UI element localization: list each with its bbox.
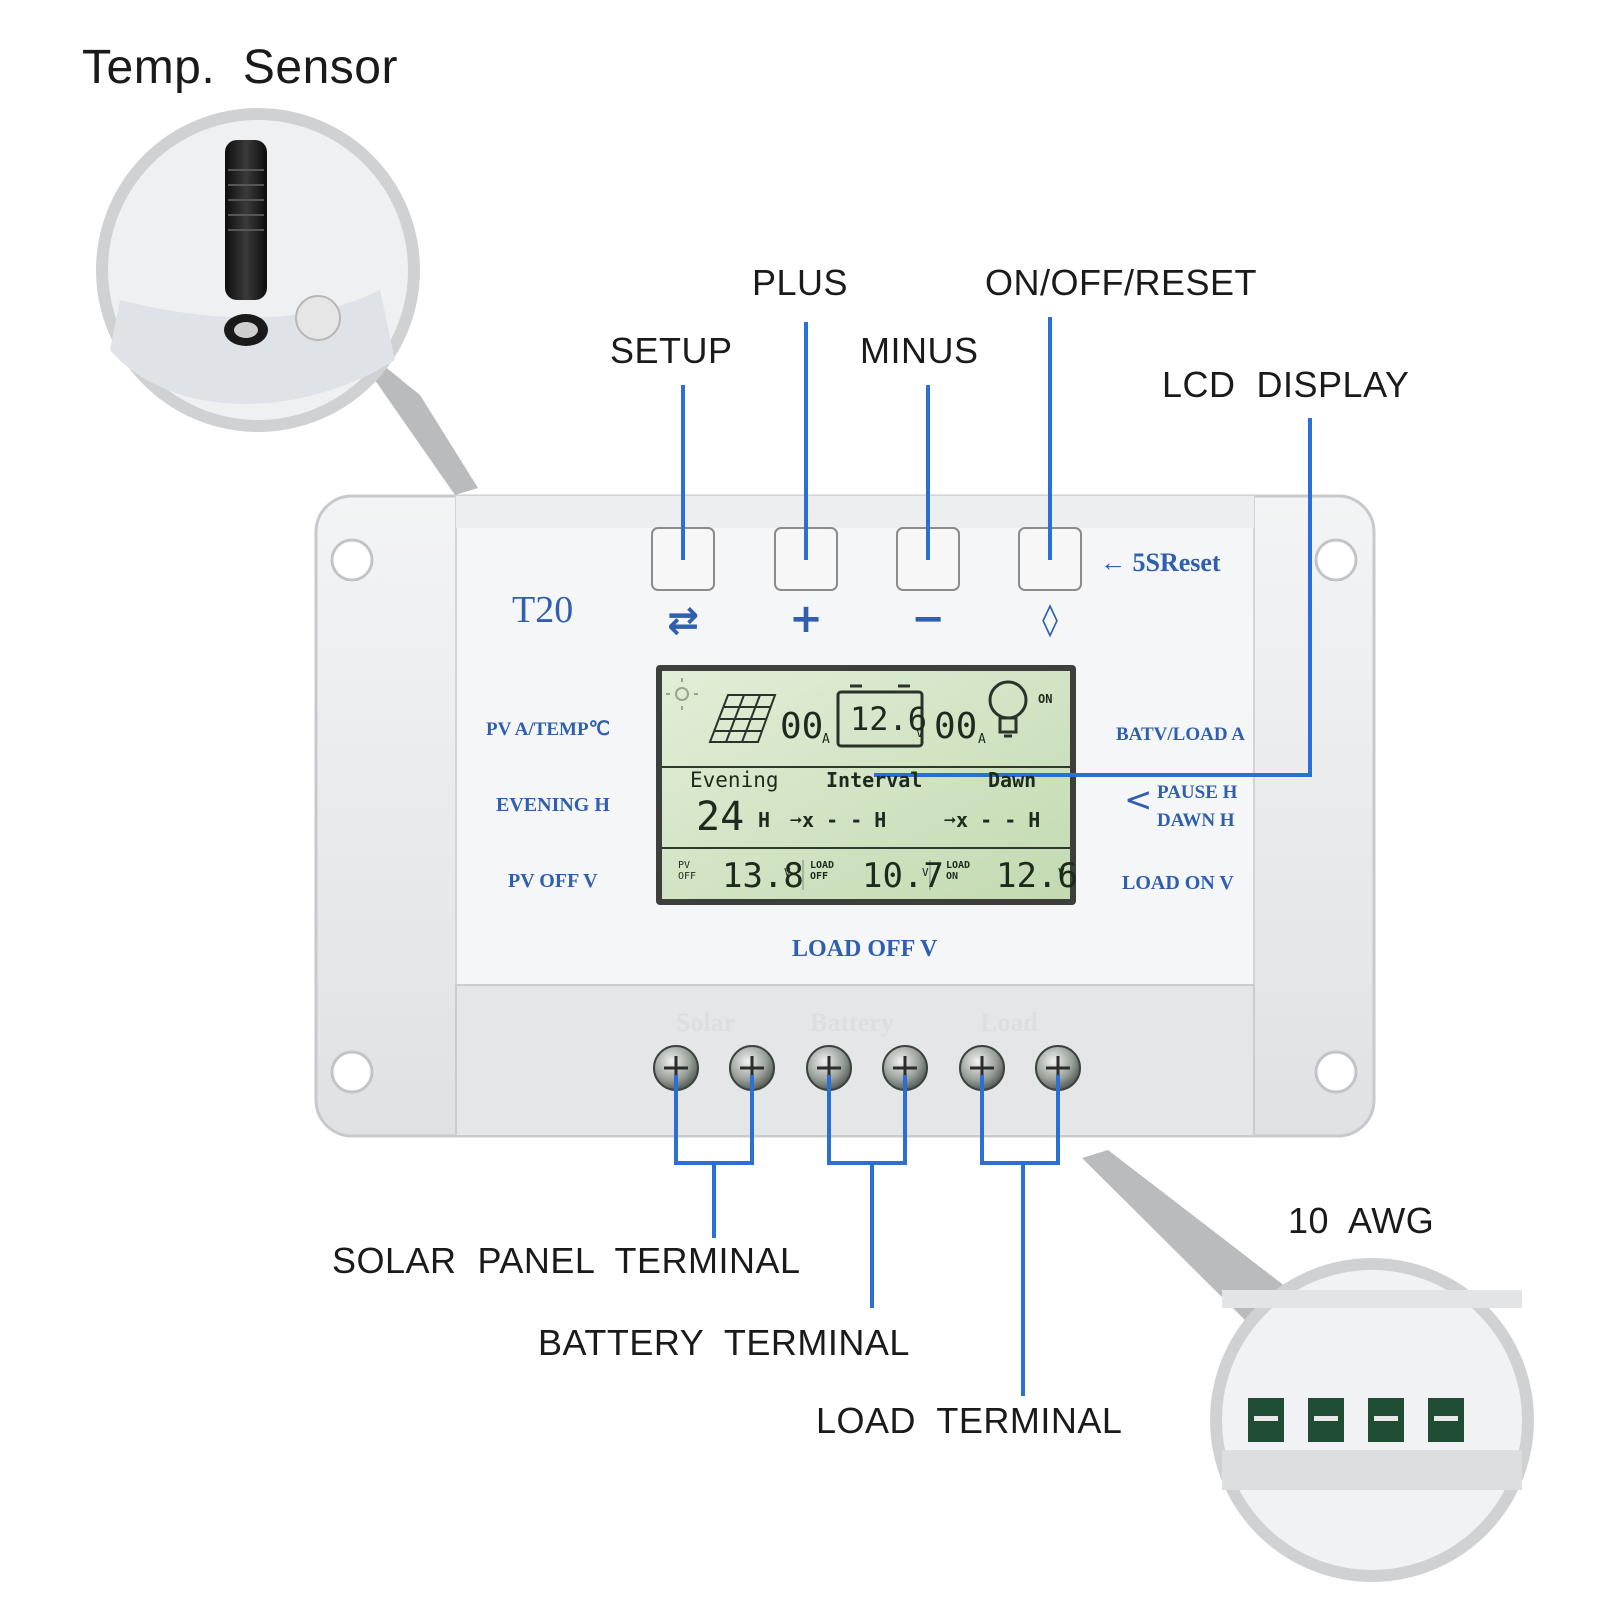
minus-button[interactable] bbox=[897, 528, 959, 590]
on-off-reset-button[interactable] bbox=[1019, 528, 1081, 590]
lcd-battery-voltage: 12.6 bbox=[850, 700, 928, 738]
awg-callout: 10 AWG bbox=[1288, 1200, 1435, 1241]
terminal-label-solar: Solar bbox=[676, 1008, 736, 1037]
on-off-reset-callout: ON/OFF/RESET bbox=[985, 262, 1258, 303]
pv-off-label: PV OFF V bbox=[508, 870, 598, 892]
terminal-label-load: Load bbox=[980, 1008, 1038, 1037]
lcd-pv-current-unit: A bbox=[822, 732, 830, 747]
lcd-load-current-unit: A bbox=[978, 732, 986, 747]
setup-button[interactable] bbox=[652, 528, 714, 590]
temp-sensor-zoom bbox=[96, 108, 478, 495]
battery-bracket bbox=[827, 1075, 907, 1165]
load-terminal-callout: LOAD TERMINAL bbox=[816, 1400, 1123, 1441]
lcd-dawn-label: Dawn bbox=[988, 768, 1037, 792]
temp-sensor-callout: Temp. Sensor bbox=[82, 41, 398, 94]
lcd-load-on-unit: V bbox=[1058, 866, 1065, 879]
lcd-dawn-value: ➞x - - H bbox=[944, 808, 1041, 832]
lcd-evening-hours: 24 bbox=[696, 794, 745, 840]
temp-sensor-plug-icon bbox=[225, 140, 267, 300]
pv-temp-label: PV A/TEMP℃ bbox=[486, 719, 610, 740]
power-icon: ◊ bbox=[1042, 600, 1058, 638]
dawn-label: DAWN H bbox=[1157, 810, 1235, 831]
bat-load-label: BATV/LOAD A bbox=[1116, 724, 1245, 745]
load-on-label: LOAD ON V bbox=[1122, 872, 1234, 894]
lcd-load-off-value: 10.7 bbox=[862, 856, 944, 896]
zoom-pointer-bottom bbox=[1082, 1150, 1290, 1330]
mount-hole-top-right bbox=[1314, 538, 1358, 582]
sun-icon bbox=[666, 678, 698, 710]
battery-terminal-screws bbox=[806, 1045, 928, 1091]
lcd-load-on-value: 12.6 bbox=[996, 856, 1078, 896]
lcd-panel bbox=[656, 665, 1076, 905]
evening-label: EVENING H bbox=[496, 794, 610, 816]
terminal-zoom bbox=[1082, 1150, 1534, 1582]
lcd-interval-value: ➞x - - H bbox=[790, 808, 887, 832]
pause-label: PAUSE H bbox=[1157, 782, 1238, 803]
lcd-pv-off-unit: V bbox=[784, 866, 791, 879]
plus-button[interactable] bbox=[775, 528, 837, 590]
battery-terminal-callout: BATTERY TERMINAL bbox=[538, 1322, 910, 1363]
plus-icon: + bbox=[789, 596, 823, 642]
leader-lines bbox=[674, 317, 1312, 1396]
lcd-battery-voltage-unit: V bbox=[916, 726, 924, 740]
terminal-label-battery: Battery bbox=[810, 1008, 894, 1037]
setup-callout: SETUP bbox=[610, 330, 733, 371]
setup-swap-icon: ⇄ bbox=[667, 598, 699, 642]
mount-hole-bottom-right bbox=[1314, 1050, 1358, 1094]
minus-icon: − bbox=[911, 596, 945, 642]
lcd-display-callout: LCD DISPLAY bbox=[1162, 364, 1410, 405]
lcd-pv-off-value: 13.8 bbox=[722, 856, 804, 896]
lcd-pv-current: 00 bbox=[780, 706, 824, 747]
lcd-interval-label: Interval bbox=[826, 768, 923, 792]
load-off-label: LOAD OFF V bbox=[792, 936, 938, 962]
lcd-pv-off-label: PV OFF bbox=[678, 860, 697, 882]
battery-icon bbox=[836, 684, 924, 748]
bulb-icon bbox=[988, 680, 1028, 738]
load-bracket bbox=[980, 1075, 1060, 1165]
lcd-load-off-label: LOAD OFF bbox=[810, 860, 835, 882]
bracket-icon: < bbox=[1124, 780, 1153, 820]
reset-hint-label: ← 5SReset bbox=[1100, 548, 1221, 577]
terminal-block bbox=[653, 1045, 1081, 1091]
mount-hole-top-left bbox=[330, 538, 374, 582]
lcd-evening-unit: H bbox=[758, 808, 771, 832]
lcd-load-off-unit: V bbox=[922, 866, 929, 879]
lcd-leader bbox=[874, 418, 1312, 777]
plus-callout: PLUS bbox=[752, 262, 849, 303]
lcd-load-on-label: LOAD ON bbox=[946, 860, 971, 882]
solar-panel-terminal-callout: SOLAR PANEL TERMINAL bbox=[332, 1240, 801, 1281]
solar-panel-icon bbox=[708, 694, 777, 743]
lcd-bulb-state: ON bbox=[1038, 692, 1053, 706]
lcd-evening-label: Evening bbox=[690, 768, 779, 792]
controller-body bbox=[314, 494, 1376, 1138]
minus-callout: MINUS bbox=[860, 330, 979, 371]
mount-hole-bottom-left bbox=[330, 1050, 374, 1094]
lcd-load-current: 00 bbox=[934, 706, 978, 747]
model-label: T20 bbox=[512, 589, 574, 631]
